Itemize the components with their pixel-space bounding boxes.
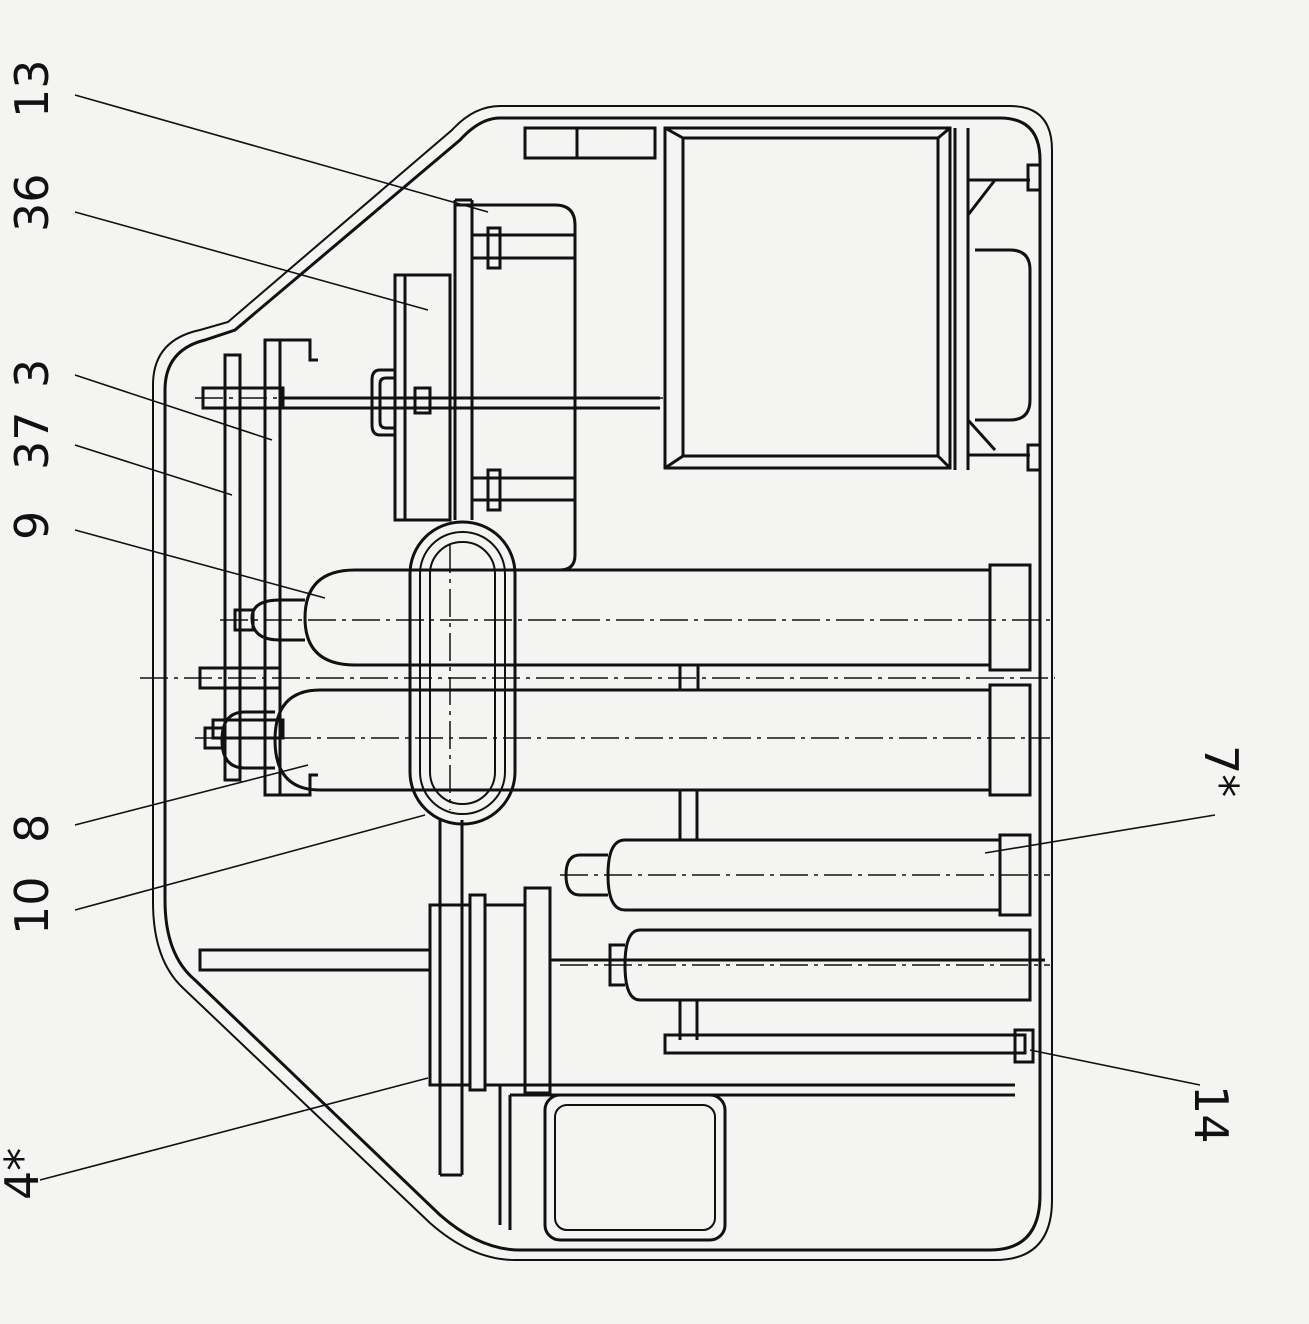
cylinder-9	[233, 563, 1032, 672]
cylinder-7	[564, 790, 1032, 917]
lower-block-unit	[198, 886, 1045, 1242]
upper-tank	[453, 198, 577, 572]
coil-loop	[408, 520, 517, 1177]
label-37: 37	[5, 411, 59, 470]
label-8: 8	[5, 814, 59, 843]
cylinder-8	[203, 663, 1032, 797]
label-14: 14	[1184, 1085, 1238, 1144]
label-10: 10	[5, 876, 59, 935]
labels: 13 36 3 37 9 8 10 4* 7* 14	[0, 59, 1248, 1200]
body-outline	[152, 105, 1053, 1261]
label-4: 4*	[0, 1148, 49, 1200]
cylinder-lower	[608, 928, 1035, 1064]
label-13: 13	[5, 59, 59, 118]
label-7: 7*	[1194, 745, 1248, 797]
label-36: 36	[5, 173, 59, 232]
top-frame-unit	[523, 126, 1042, 472]
leader-lines	[39, 94, 1216, 1181]
label-9: 9	[5, 511, 59, 540]
centerlines	[140, 397, 1055, 966]
label-3: 3	[5, 359, 59, 388]
